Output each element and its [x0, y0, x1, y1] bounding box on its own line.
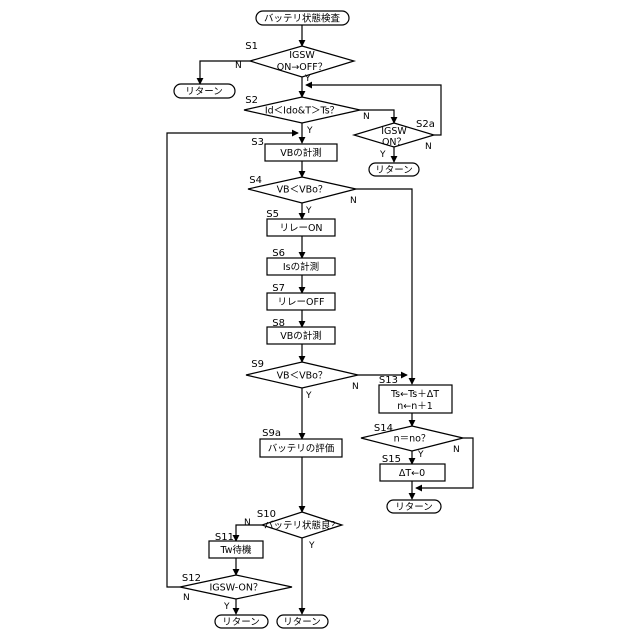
s2a-label-line2: ON？ [382, 137, 406, 148]
s4-yes-label: Y [305, 206, 312, 216]
process-s7: リレーOFF [267, 293, 335, 310]
return-terminal-s1: リターン [174, 84, 235, 98]
s13-label-line1: Ts←Ts＋ΔT [390, 389, 439, 400]
decision-s4: VB＜VBo？ [248, 177, 356, 203]
step-label-s15: S15 [382, 454, 401, 465]
s9a-label: バッテリの評価 [268, 443, 335, 455]
s2a-yes-label: Y [379, 150, 386, 160]
process-s8: VBの計測 [267, 327, 335, 344]
s3-label: VBの計測 [280, 147, 322, 159]
s2-no-label: N [363, 112, 370, 122]
process-s13: Ts←Ts＋ΔT n←n＋1 [379, 385, 452, 413]
s14-label: n＝no？ [394, 434, 431, 445]
step-label-s10: S10 [257, 509, 276, 520]
step-label-s7: S7 [272, 283, 285, 294]
return-terminal-s2a: リターン [369, 163, 419, 176]
step-label-s14: S14 [374, 423, 393, 434]
process-s3: VBの計測 [265, 144, 337, 161]
s10-yes-label: Y [308, 541, 315, 551]
start-terminal: バッテリ状態検査 [256, 11, 349, 25]
s1-no-label: N [235, 61, 242, 71]
step-label-s12: S12 [182, 573, 201, 584]
s2-yes-label: Y [306, 126, 313, 136]
s4-no-label: N [350, 196, 357, 206]
return-s12-label: リターン [222, 617, 260, 628]
s5-label: リレーON [279, 223, 322, 234]
process-s11: Tw待機 [209, 541, 263, 558]
step-label-s4: S4 [249, 175, 262, 186]
step-label-s2: S2 [245, 95, 258, 106]
step-label-s2a: S2a [416, 119, 435, 130]
s6-label: Isの計測 [283, 261, 319, 273]
s8-label: VBの計測 [280, 330, 322, 342]
start-label: バッテリ状態検査 [264, 13, 341, 25]
step-label-s1: S1 [245, 41, 258, 52]
return-terminal-s12: リターン [215, 615, 268, 628]
s2-label: Id＜Ido&T＞Ts？ [265, 106, 339, 117]
process-s5: リレーON [267, 219, 335, 236]
s1-label-line2: ON→OFF？ [277, 62, 327, 73]
step-label-s3: S3 [251, 137, 264, 148]
return-terminal-s10: リターン [277, 615, 328, 628]
step-label-s13: S13 [379, 375, 398, 386]
s11-label: Tw待機 [219, 544, 252, 556]
s9-no-label: N [352, 382, 359, 392]
s12-yes-label: Y [223, 602, 230, 612]
s12-no-label: N [183, 593, 190, 603]
step-label-s5: S5 [266, 209, 279, 220]
decision-s1: IGSW ON→OFF？ [250, 46, 354, 77]
return-s10-label: リターン [283, 617, 321, 628]
step-label-s8: S8 [272, 318, 285, 329]
s10-no-label: N [244, 518, 251, 528]
process-s9a: バッテリの評価 [260, 439, 342, 457]
s10-label: バッテリ状態良？ [264, 520, 340, 532]
s2a-label-line1: IGSW [381, 126, 407, 137]
return-s2a-label: リターン [375, 165, 413, 176]
s13-label-line2: n←n＋1 [397, 401, 433, 412]
process-s15: ΔT←0 [380, 464, 445, 481]
step-label-s9: S9 [251, 359, 264, 370]
s15-label: ΔT←0 [399, 468, 425, 479]
s2a-no-label: N [425, 142, 432, 152]
s9-yes-label: Y [305, 391, 312, 401]
s12-label: IGSW-ON？ [210, 583, 263, 594]
s7-label: リレーOFF [278, 297, 325, 308]
process-s6: Isの計測 [267, 258, 335, 275]
s4-label: VB＜VBo？ [277, 185, 328, 196]
s9-label: VB＜VBo？ [277, 371, 328, 382]
return-s1-label: リターン [185, 87, 223, 98]
return-terminal-s15: リターン [387, 500, 441, 513]
decision-s2: Id＜Ido&T＞Ts？ [244, 97, 360, 123]
step-label-s11: S11 [215, 532, 234, 543]
return-s15-label: リターン [395, 502, 433, 513]
s1-label-line1: IGSW [289, 50, 315, 61]
step-label-s9a: S9a [262, 428, 281, 439]
s1-yes-label: Y [304, 74, 311, 84]
s14-no-label: N [453, 445, 460, 455]
s14-yes-label: Y [417, 450, 424, 460]
step-label-s6: S6 [272, 248, 285, 259]
